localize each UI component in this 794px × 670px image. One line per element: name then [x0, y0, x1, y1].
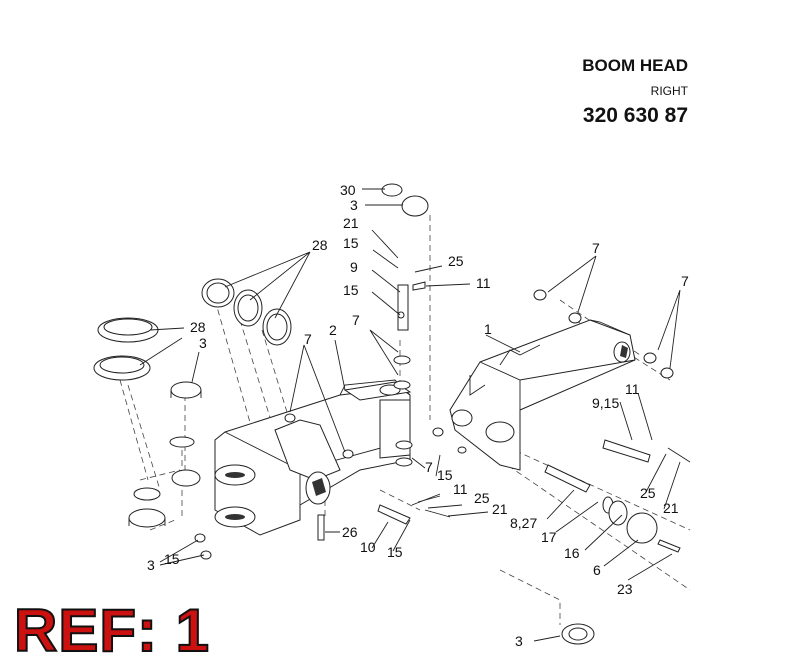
callout-9-15: 9,15	[592, 395, 619, 411]
callout-11b: 11	[625, 381, 640, 397]
callout-1: 1	[484, 321, 492, 337]
callout-25b: 25	[474, 490, 490, 506]
diagram-title: BOOM HEAD	[582, 56, 688, 75]
callout-15e: 15	[164, 551, 180, 567]
callout-3c: 3	[515, 633, 523, 649]
callout-2: 2	[329, 322, 337, 338]
callout-15d: 15	[387, 544, 403, 560]
boom-arm	[449, 319, 636, 471]
callout-labels: 30 3 21 15 9 15 7 25 11 28 28 3 7 2 1 7 …	[147, 182, 689, 649]
callout-26: 26	[342, 524, 358, 540]
part-number: 320 630 87	[582, 104, 688, 127]
callout-28b: 28	[190, 319, 206, 335]
boom-head-casting	[214, 379, 412, 536]
callout-10: 10	[360, 539, 376, 555]
callout-3: 3	[350, 197, 358, 213]
callout-15c: 15	[437, 467, 453, 483]
callout-7d: 7	[681, 273, 689, 289]
callout-23: 23	[617, 581, 633, 597]
callout-17: 17	[541, 529, 557, 545]
bearing-rings	[93, 183, 674, 645]
callout-7e: 7	[425, 459, 433, 475]
callout-8-27: 8,27	[510, 515, 537, 531]
leader-lines	[139, 188, 681, 642]
diagram-subtitle: RIGHT	[650, 84, 688, 98]
callout-21b: 21	[492, 501, 508, 517]
callout-15: 15	[343, 235, 359, 251]
callout-21: 21	[343, 215, 359, 231]
pins-and-bolts	[194, 281, 691, 560]
callout-3b: 3	[199, 335, 207, 351]
callout-7: 7	[352, 312, 360, 328]
callout-25: 25	[448, 253, 464, 269]
callout-21c: 21	[663, 500, 679, 516]
callout-7b: 7	[304, 331, 312, 347]
callout-16: 16	[564, 545, 580, 561]
callout-3d: 3	[147, 557, 155, 573]
callout-30: 30	[340, 182, 356, 198]
callout-28: 28	[312, 237, 328, 253]
callout-7c: 7	[592, 240, 600, 256]
callout-11: 11	[476, 275, 491, 291]
ref-badge: REF: 1	[13, 596, 211, 665]
callout-25c: 25	[640, 485, 656, 501]
callout-9: 9	[350, 259, 358, 275]
callout-6: 6	[593, 562, 601, 578]
callout-15b: 15	[343, 282, 359, 298]
callout-11c: 11	[453, 481, 468, 497]
